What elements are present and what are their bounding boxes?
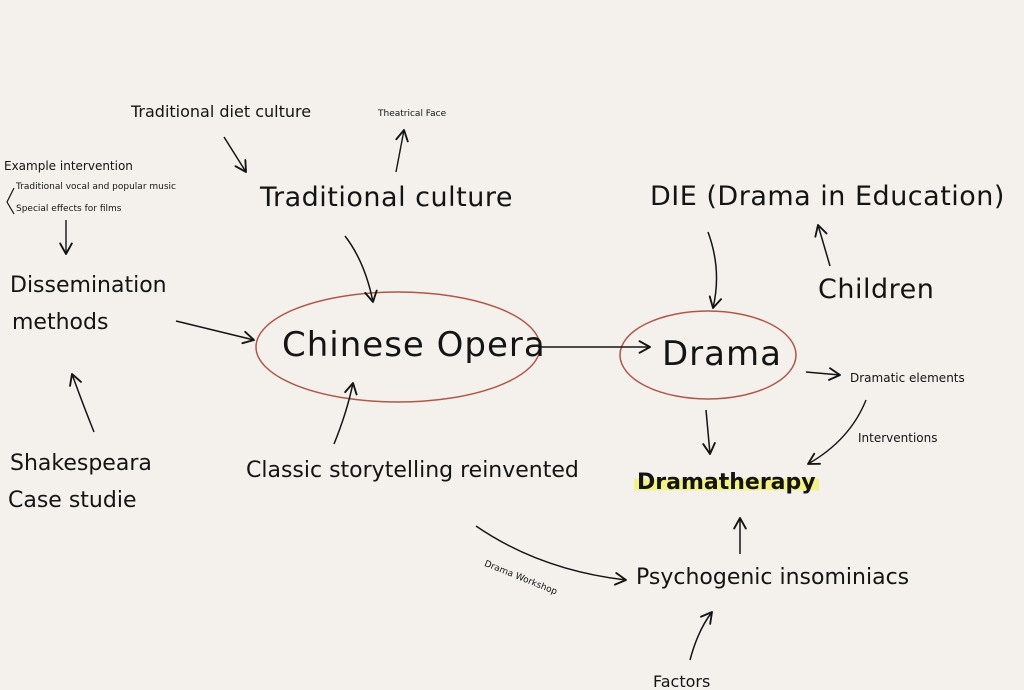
special-effects-label: Special effects for films xyxy=(16,204,122,214)
arrow-children-to-die xyxy=(814,224,831,267)
theatrical-face-label: Theatrical Face xyxy=(378,109,447,119)
arrow-traditional-culture-to-opera xyxy=(344,235,378,303)
arrow-interventions-to-dramatherapy xyxy=(807,399,867,465)
factors-label: Factors xyxy=(653,672,711,690)
traditional-culture-label: Traditional culture xyxy=(260,182,513,213)
drama-label: Drama xyxy=(662,334,782,374)
shakespeara-label-line1: Shakespeara xyxy=(10,451,152,476)
arrow-classic-to-psychogenic xyxy=(475,525,627,586)
shakespeara-label-line2: Case studie xyxy=(8,488,137,513)
arrow-dissemination-to-opera xyxy=(175,320,255,345)
arrow-drama-to-dramatic-elements xyxy=(805,367,841,381)
example-intervention-label: Example intervention xyxy=(4,159,133,173)
dissemination-label-line1: Dissemination xyxy=(10,273,167,298)
arrow-traditional-culture-to-theatrical-face xyxy=(395,129,409,173)
arrow-die-to-drama xyxy=(707,231,723,309)
psychogenic-insomniacs-label: Psychogenic insominiacs xyxy=(636,565,910,590)
traditional-diet-culture-label: Traditional diet culture xyxy=(131,102,312,121)
arrow-shakespeara-to-dissemination xyxy=(69,373,95,433)
dramatic-elements-label: Dramatic elements xyxy=(850,371,965,385)
classic-storytelling-label: Classic storytelling reinvented xyxy=(246,458,579,483)
traditional-vocal-label: Traditional vocal and popular music xyxy=(16,182,176,192)
arrow-classic-to-opera xyxy=(333,382,358,445)
dramatherapy-label: Dramatherapy xyxy=(634,472,819,494)
arrow-factors-to-psychogenic xyxy=(689,611,713,661)
drama-ellipse xyxy=(619,310,797,400)
chinese-opera-label: Chinese Opera xyxy=(282,325,546,365)
dissemination-label-line2: methods xyxy=(12,310,109,335)
arrow-drama-to-dramatherapy xyxy=(702,409,716,455)
example-bracket xyxy=(6,187,15,215)
die-label: DIE (Drama in Education) xyxy=(650,181,1005,212)
interventions-label: Interventions xyxy=(858,431,938,445)
children-label: Children xyxy=(818,274,935,305)
arrow-diet-to-traditional-culture xyxy=(223,136,247,173)
